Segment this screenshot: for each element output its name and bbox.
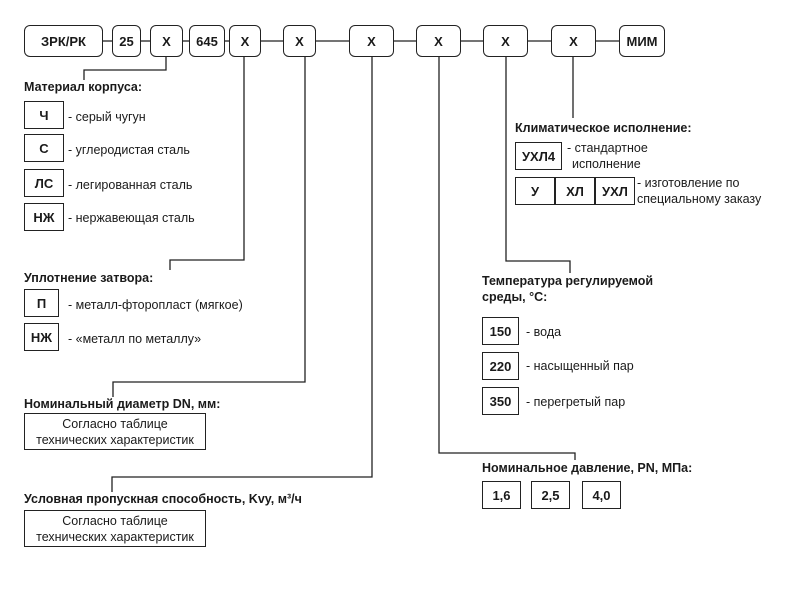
material-desc: - нержавеющая сталь: [68, 211, 195, 225]
kvy-box-line: Согласно таблице: [62, 513, 168, 528]
climate-special-box: У: [515, 177, 555, 205]
code-suffix-box: МИМ: [619, 25, 665, 57]
material-code: ЛС: [34, 175, 54, 191]
pressure-value-box: 2,5: [531, 481, 570, 509]
temperature-desc: - перегретый пар: [526, 395, 626, 409]
code-series-box: ЗРК/РК: [24, 25, 103, 57]
material-desc: - углеродистая сталь: [68, 143, 190, 157]
code-model-box: 645: [189, 25, 225, 57]
material-code-box: ЛС: [24, 169, 64, 197]
climate-standard-box: УХЛ4: [515, 142, 562, 170]
seal-desc: - «металл по металлу»: [68, 332, 202, 346]
material-code: Ч: [39, 107, 49, 123]
diameter-title: Номинальный диаметр DN, мм:: [24, 397, 221, 411]
code-temperature-box: Х: [483, 25, 528, 57]
temperature-code-box: 350: [482, 387, 519, 415]
code-seal-box: Х: [229, 25, 261, 57]
temperature-code-box: 150: [482, 317, 519, 345]
climate-special-desc: специальному заказу: [637, 192, 762, 206]
climate-special-code: УХЛ: [602, 183, 628, 199]
kvy-box-line: технических характеристик: [36, 529, 194, 544]
diameter-box: Согласно таблице технических характерист…: [24, 413, 206, 450]
seal-code: НЖ: [30, 329, 53, 345]
seal-code-box: НЖ: [24, 323, 59, 351]
pressure-value: 1,6: [492, 487, 511, 503]
climate-special-box: ХЛ: [555, 177, 595, 205]
code-series: ЗРК/РК: [41, 33, 86, 49]
temperature-code: 150: [489, 323, 512, 339]
code-material: Х: [162, 33, 171, 49]
diameter-box-line: Согласно таблице: [62, 416, 168, 431]
climate-special-code: У: [530, 183, 540, 199]
pressure-value-box: 1,6: [482, 481, 521, 509]
material-desc: - легированная сталь: [68, 178, 193, 192]
pressure-value-box: 4,0: [582, 481, 621, 509]
seal-code-box: П: [24, 289, 59, 317]
kvy-title: Условная пропускная способность, Kvy, м³…: [24, 492, 302, 506]
code-material-box: Х: [150, 25, 183, 57]
temperature-title: среды, °С:: [482, 290, 548, 304]
code-temperature: Х: [501, 33, 510, 49]
pressure-value: 2,5: [541, 487, 560, 503]
material-code-box: Ч: [24, 101, 64, 129]
material-desc: - серый чугун: [68, 110, 146, 124]
temperature-desc: - вода: [526, 325, 562, 339]
code-climate: Х: [569, 33, 578, 49]
material-code: НЖ: [33, 209, 55, 225]
temperature-desc: - насыщенный пар: [526, 359, 634, 373]
temperature-title: Температура регулируемой: [482, 274, 654, 288]
code-pressure: Х: [434, 33, 443, 49]
code-diameter: Х: [295, 33, 304, 49]
code-kvy: Х: [367, 33, 376, 49]
code-kvy-box: Х: [349, 25, 394, 57]
climate-special-desc: - изготовление по: [637, 176, 740, 190]
seal-title: Уплотнение затвора:: [24, 271, 154, 285]
code-pressure-box: Х: [416, 25, 461, 57]
temperature-code: 350: [489, 393, 512, 409]
code-climate-box: Х: [551, 25, 596, 57]
climate-standard-code: УХЛ4: [521, 148, 556, 164]
code-number: 25: [119, 33, 134, 49]
material-code: С: [39, 140, 49, 156]
climate-special-box: УХЛ: [595, 177, 635, 205]
temperature-code: 220: [489, 358, 512, 374]
climate-standard-desc: исполнение: [572, 157, 641, 171]
temperature-code-box: 220: [482, 352, 519, 380]
code-diameter-box: Х: [283, 25, 316, 57]
material-code-box: НЖ: [24, 203, 64, 231]
code-number-box: 25: [112, 25, 141, 57]
pressure-value: 4,0: [592, 487, 611, 503]
kvy-box: Согласно таблице технических характерист…: [24, 510, 206, 547]
material-code-box: С: [24, 134, 64, 162]
climate-standard-desc: - стандартное: [567, 141, 648, 155]
seal-code: П: [36, 295, 47, 311]
pressure-title: Номинальное давление, PN, МПа:: [482, 461, 693, 475]
diameter-box-line: технических характеристик: [36, 432, 194, 447]
climate-special-code: ХЛ: [566, 183, 584, 199]
code-seal: Х: [240, 33, 250, 49]
seal-desc: - металл-фторопласт (мягкое): [68, 298, 243, 312]
body-material-title: Материал корпуса:: [24, 80, 143, 94]
code-model: 645: [196, 33, 218, 49]
climate-title: Климатическое исполнение:: [515, 121, 692, 135]
code-suffix: МИМ: [626, 33, 658, 49]
